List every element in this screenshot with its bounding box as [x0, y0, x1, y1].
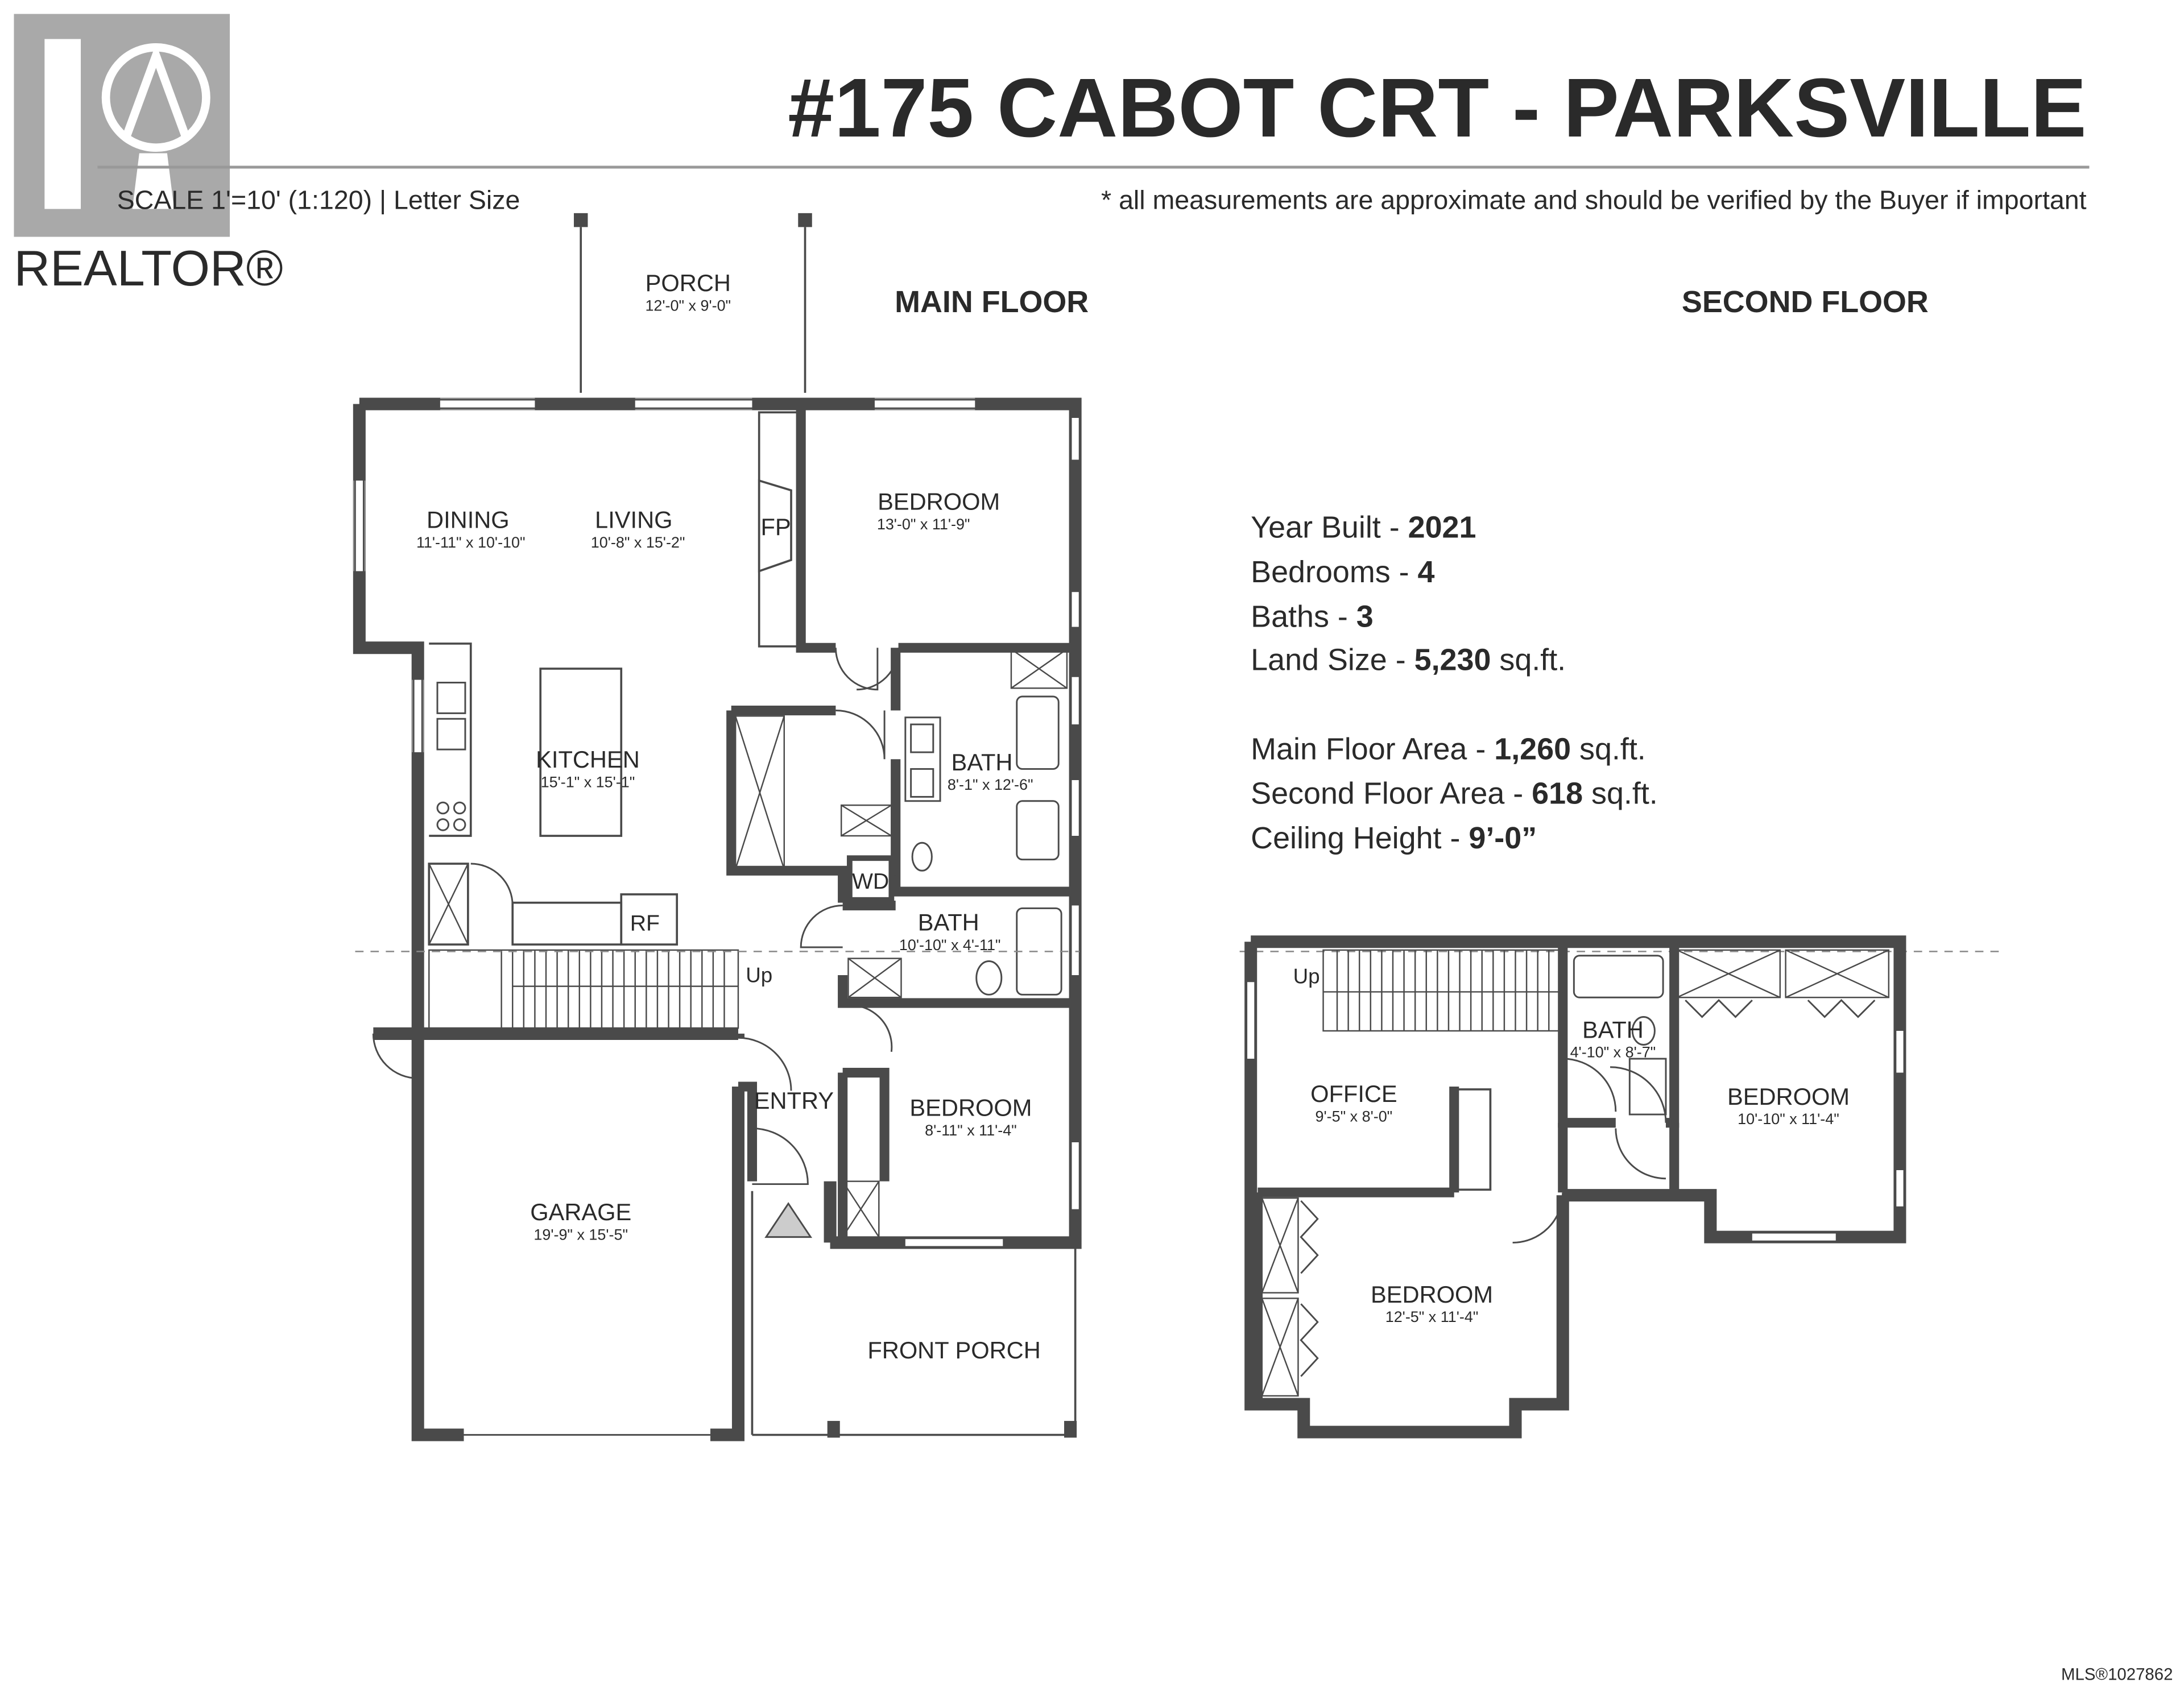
- room-name-bath-upper: BATH: [1582, 1016, 1644, 1043]
- room-name-dining: DINING: [427, 507, 510, 533]
- room-name-kitchen: KITCHEN: [536, 746, 640, 773]
- stat-ceiling-height: Ceiling Height - 9’-0”: [1251, 821, 1537, 855]
- room-name-bedroom-2: BEDROOM: [909, 1094, 1032, 1121]
- stove-burner-icon: [436, 801, 450, 815]
- room-name-living: LIVING: [595, 507, 672, 533]
- closet: [734, 648, 1068, 1238]
- room-dims-porch: 12'-0" x 9'-0": [645, 297, 731, 314]
- porch-post: [827, 1421, 840, 1438]
- door-swings: [1512, 1058, 1667, 1244]
- second-floor-heading: SECOND FLOOR: [1682, 285, 1929, 319]
- kitchen-island: [539, 668, 623, 837]
- room-name-front-porch: FRONT PORCH: [867, 1337, 1040, 1363]
- stat-bedrooms: Bedrooms - 4: [1251, 555, 1434, 589]
- kitchen-counter: [429, 643, 472, 837]
- room-name-office: OFFICE: [1310, 1080, 1397, 1107]
- room-dims-bath-1: 8'-1" x 12'-6": [948, 776, 1033, 793]
- door-swings: [372, 648, 900, 1186]
- room-dims-bath-2: 10'-10" x 4'-11": [899, 936, 1001, 954]
- logo-text: REALTOR®: [14, 240, 283, 296]
- stairs-up-label: Up: [1293, 965, 1320, 988]
- room-name-bedroom-upper-2: BEDROOM: [1371, 1281, 1493, 1308]
- room-name-bedroom-1: BEDROOM: [878, 488, 1000, 515]
- fridge-label: RF: [630, 911, 660, 936]
- room-dims-bedroom-upper-1: 10'-10" x 11'-4": [1738, 1110, 1839, 1128]
- interior-walls: [1252, 947, 1680, 1399]
- porch-post: [1064, 1421, 1077, 1438]
- scale-note: SCALE 1'=10' (1:120) | Letter Size: [117, 185, 520, 214]
- stairs-up-label: Up: [746, 963, 772, 986]
- porch-post: [798, 213, 812, 227]
- room-dims-garage: 19'-9" x 15'-5": [533, 1226, 628, 1244]
- pantry: [428, 863, 469, 946]
- room-name-entry: ENTRY: [754, 1087, 834, 1114]
- fridge: [620, 893, 679, 946]
- stat-baths: Baths - 3: [1251, 600, 1374, 634]
- fireplace-label: FP: [760, 513, 791, 540]
- bifold-doors: [1300, 999, 1876, 1377]
- stat-second-floor-area: Second Floor Area - 618 sq.ft.: [1251, 777, 1658, 811]
- counter: [511, 901, 623, 946]
- porch-post: [573, 213, 588, 227]
- stat-year-built: Year Built - 2021: [1251, 511, 1476, 545]
- room-dims-dining: 11'-11" x 10'-10": [416, 534, 526, 551]
- main-stairs: [428, 949, 739, 1029]
- fireplace-icon: [758, 479, 792, 573]
- stat-main-floor-area: Main Floor Area - 1,260 sq.ft.: [1251, 732, 1646, 766]
- room-name-bath-1: BATH: [952, 749, 1013, 776]
- chase: [1453, 1088, 1492, 1191]
- room-dims-kitchen: 15'-1" x 15'-1": [541, 773, 635, 790]
- property-stats: Year Built - 2021 Bedrooms - 4 Baths - 3…: [1251, 511, 1658, 855]
- windows: [1247, 982, 1904, 1241]
- realtor-logo: REALTOR®: [14, 14, 283, 296]
- second-floor-plan: [1244, 935, 1906, 1439]
- room-dims-bedroom-1: 13'-0" x 11'-9": [877, 516, 970, 533]
- room-name-porch: PORCH: [646, 270, 731, 296]
- main-floor-heading: MAIN FLOOR: [895, 285, 1089, 319]
- upper-bath-fixtures: [1573, 955, 1667, 1116]
- room-dims-living: 10'-8" x 15'-2": [591, 534, 685, 551]
- sink-icon: [436, 718, 466, 751]
- washer-dryer-label: WD: [852, 869, 889, 894]
- main-floor-labels: PORCH 12'-0" x 9'-0" DINING 11'-11" x 10…: [416, 270, 1041, 1363]
- mls-number: MLS®1027862: [2061, 1665, 2173, 1684]
- entry-step-icon: [764, 1202, 813, 1238]
- room-dims-office: 9'-5" x 8'-0": [1316, 1108, 1393, 1125]
- interior-walls: [726, 404, 1076, 1243]
- disclaimer: * all measurements are approximate and s…: [1101, 185, 2087, 214]
- main-floor-plan: [353, 213, 1082, 1441]
- upper-stairs: [1322, 949, 1563, 1032]
- second-floor-labels: Up OFFICE 9'-5" x 8'-0" BATH 4'-10" x 8'…: [1293, 965, 1850, 1325]
- room-name-bath-2: BATH: [918, 909, 979, 936]
- page-title: #175 CABOT CRT - PARKSVILLE: [788, 61, 2086, 155]
- door-swing: [470, 863, 514, 906]
- washer-dryer: [846, 855, 895, 903]
- closet: [1261, 949, 1890, 1397]
- room-dims-bedroom-upper-2: 12'-5" x 11'-4": [1385, 1308, 1479, 1325]
- room-name-bedroom-upper-1: BEDROOM: [1727, 1083, 1850, 1110]
- windows: [355, 400, 1079, 1246]
- sink-icon: [436, 682, 466, 714]
- room-dims-bedroom-2: 8'-11" x 11'-4": [925, 1122, 1017, 1139]
- room-name-garage: GARAGE: [530, 1199, 631, 1225]
- room-dims-bath-upper: 4'-10" x 8'-7": [1570, 1044, 1656, 1061]
- stat-land-size: Land Size - 5,230 sq.ft.: [1251, 643, 1566, 677]
